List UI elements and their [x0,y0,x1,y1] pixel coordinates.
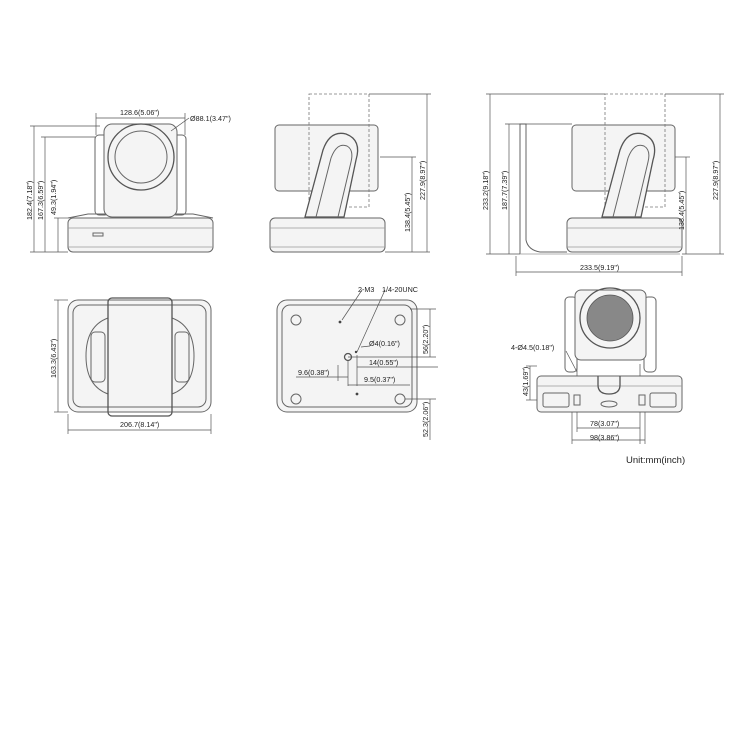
side-pivot-height-label: 138.4(5.45") [403,193,412,232]
bottom-foot-tr [394,314,406,326]
bottom-m3-hole-bottom [355,392,359,396]
bracket-screw-right [638,394,646,406]
tilt-pivot-height-label: 138.4(5.45") [677,191,686,230]
top-arm-left [90,331,106,383]
hole-diameter-label: Ø4(0.16") [369,339,400,348]
dim-9-5-label: 9.5(0.37") [364,375,395,384]
front-camera-head [103,123,178,218]
side-arm [304,132,359,218]
front-width-label: 128.6(5.06") [120,108,159,117]
bottom-m3-hole-top [338,320,342,324]
bracket-78-label: 78(3.07") [590,419,619,428]
bracket-lens-mesh [587,295,633,341]
bottom-foot-bl [290,393,302,405]
bracket-slot-left [542,392,570,408]
top-arm-right [174,331,190,383]
front-base [67,217,214,253]
dim-9-6-label: 9.6(0.38") [298,368,329,377]
bottom-pin-hole [354,350,358,354]
front-view: 128.6(5.06") Ø88.1(3.47") 182.4(7.18") 1… [25,108,231,253]
bracket-lens-outer [579,287,641,349]
front-base-height-label: 49.3(1.94") [49,180,58,215]
bottom-base [276,299,418,413]
bracket-screw-left [573,394,581,406]
bottom-foot-tl [290,314,302,326]
dim-52-3-label: 52.3(2.06") [421,402,430,437]
top-base [67,299,212,413]
tilt-width-label: 233.5(9.19") [580,263,619,272]
m3-label: 2-M3 [358,285,374,294]
front-total-height-label: 182.4(7.18") [25,181,34,220]
bracket-slot-right [649,392,677,408]
dim-14-label: 14(0.55") [369,358,398,367]
side-view: 138.4(5.45") 227.9(8.97") [269,93,431,253]
top-depth-label: 163.3(6.43") [49,339,58,378]
bracket-43-label: 43(1.69") [521,367,530,396]
tilt-base [566,217,683,253]
front-lens-outer [107,123,175,191]
front-body-height-label: 167.3(6.59") [36,181,45,220]
tilt-total-height-label: 233.2(9.18") [481,171,490,210]
bracket-hole-center [600,400,618,408]
top-width-label: 206.7(8.14") [120,420,159,429]
lens-diameter-label: Ø88.1(3.47") [190,114,231,123]
bracket-98-label: 98(3.86") [590,433,619,442]
bracket-holes-label: 4-Ø4.5(0.18") [511,343,554,352]
bracket-hook [597,376,621,395]
top-view: 163.3(6.43") 206.7(8.14") [49,297,212,434]
unit-note: Unit:mm(inch) [626,455,685,466]
front-led [92,232,104,237]
bracket-view: 4-Ø4.5(0.18") 43(1.69") 78(3.07") 98(3.8… [511,287,683,444]
side-base [269,217,386,253]
unc-label: 1/4-20UNC [382,285,418,294]
top-camera-head [107,297,173,417]
tilt-max-height-label: 227.9(8.97") [711,161,720,200]
dim-56-label: 56(2.20") [421,325,430,354]
bottom-view: 2-M3 1/4-20UNC Ø4(0.16") 14(0.55") 9.6(0… [276,285,438,440]
tilt-arm [601,132,656,218]
tilt-view: 233.2(9.18") 187.7(7.39") 138.4(5.45") 2… [481,93,724,276]
front-lens-inner [114,130,168,184]
side-total-height-label: 227.9(8.97") [418,161,427,200]
tilt-body-height-label: 187.7(7.39") [500,171,509,210]
